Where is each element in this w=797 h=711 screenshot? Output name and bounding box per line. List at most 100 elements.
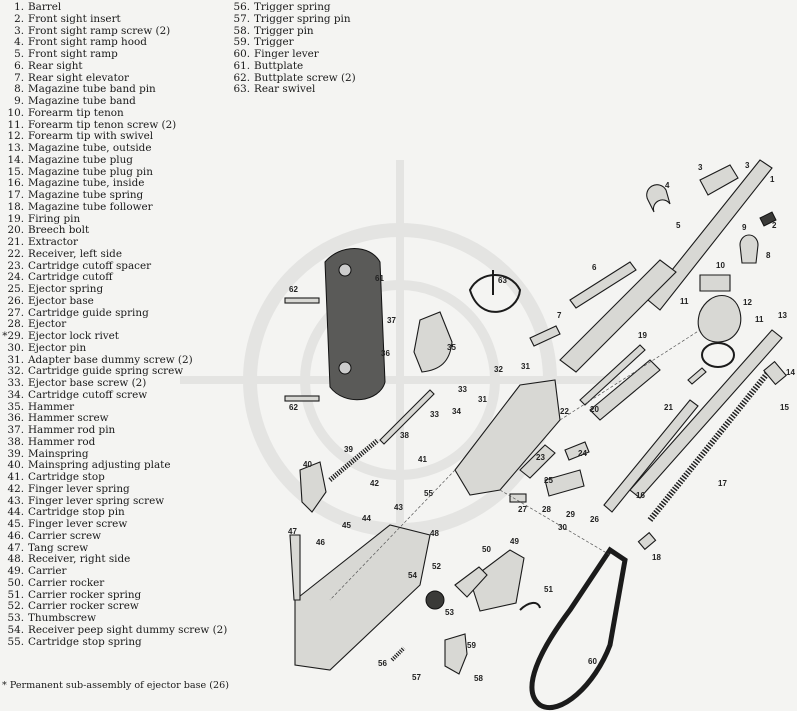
callout: 62 — [289, 285, 298, 294]
hammer — [413, 311, 453, 373]
legend-row: 24.Cartridge cutoff — [2, 271, 227, 284]
trigger-spring — [390, 646, 406, 662]
legend-row: 11.Forearm tip tenon screw (2) — [2, 119, 227, 132]
ejector-base — [544, 469, 585, 497]
callout: 19 — [638, 331, 647, 340]
legend-label: Magazine tube, outside — [28, 142, 152, 154]
legend-label: Hammer — [28, 400, 75, 413]
callout: 3 — [745, 161, 750, 170]
legend-number: 6. — [14, 59, 24, 72]
legend-row: 60.Finger lever — [228, 48, 356, 61]
legend-label: Trigger spring — [254, 1, 331, 13]
legend-number: 13. — [7, 142, 24, 154]
legend-row: 40.Mainspring adjusting plate — [2, 459, 227, 472]
legend-number: 14. — [7, 153, 24, 166]
callout: 31 — [521, 362, 530, 371]
legend-row: 51.Carrier rocker spring — [2, 588, 227, 602]
legend-number: 19. — [7, 212, 24, 225]
callout: 43 — [394, 503, 403, 512]
legend-label: Front sight ramp screw (2) — [28, 24, 171, 37]
callout: 10 — [716, 261, 725, 270]
callout: 31 — [478, 395, 487, 404]
magazine-tube-plug — [763, 360, 787, 386]
legend-row: 4.Front sight ramp hood — [2, 36, 227, 49]
buttplate — [324, 248, 386, 401]
legend-number: 28. — [7, 318, 24, 331]
legend-label: Buttplate — [254, 59, 304, 72]
thumbscrew — [425, 590, 445, 610]
callout: 9 — [742, 223, 747, 232]
legend-number: 3. — [14, 24, 24, 37]
legend-label: Extractor — [28, 236, 78, 248]
legend-label: Forearm tip with swivel — [28, 130, 154, 143]
magazine-tube-band — [739, 234, 759, 264]
legend-row: *29.Ejector lock rivet — [2, 330, 227, 343]
callout: 40 — [303, 460, 312, 469]
legend-label: Carrier rocker — [28, 576, 105, 589]
callout: 53 — [445, 608, 454, 617]
legend-row: 6.Rear sight — [2, 59, 227, 73]
legend-row: 5.Front sight ramp — [2, 48, 227, 61]
legend-number: 33. — [7, 377, 24, 389]
legend-number: 41. — [7, 471, 24, 483]
extractor-block — [589, 359, 661, 421]
mainspring — [328, 438, 380, 482]
legend-number: 4. — [14, 36, 24, 49]
callout: 51 — [544, 585, 553, 594]
legend-label: Hammer screw — [28, 412, 109, 425]
legend-number: 30. — [7, 341, 24, 354]
legend-row: 49.Carrier — [2, 565, 227, 578]
legend-label: Magazine tube, inside — [28, 177, 145, 190]
callout: 20 — [590, 405, 599, 414]
callout: 15 — [780, 403, 789, 412]
legend-label: Ejector lock rivet — [28, 330, 119, 342]
callout: 58 — [474, 674, 483, 683]
legend-row: 12. Forearm tip with swivel — [2, 130, 227, 143]
legend-row: 28. Ejector — [2, 318, 227, 331]
callout-labels: 1 2 3 3 4 5 6 7 8 9 10 11 11 12 13 14 15… — [288, 161, 795, 683]
legend-label: Finger lever spring screw — [28, 494, 165, 507]
callout: 35 — [447, 343, 456, 352]
buttplate-screw-hole-top — [338, 263, 352, 277]
legend-number: 2. — [14, 12, 24, 25]
magazine-tube-follower — [637, 531, 657, 551]
legend-row: 52.Carrier rocker screw — [2, 600, 227, 613]
legend-number: 1. — [14, 1, 24, 13]
callout: 48 — [430, 529, 439, 538]
legend-number: 36. — [7, 412, 24, 425]
legend-row: 30.Ejector pin — [2, 341, 227, 355]
legend-label: Thumbscrew — [28, 612, 96, 624]
legend-label: Receiver, left side — [28, 247, 122, 260]
legend-label: Forearm tip tenon — [28, 106, 124, 119]
legend-number: 46. — [7, 529, 24, 542]
callout: 59 — [467, 641, 476, 650]
legend-number: 17. — [7, 189, 24, 201]
legend-number: 47. — [7, 541, 24, 554]
legend-label: Adapter base dummy screw (2) — [28, 353, 193, 366]
legend-row: 21.Extractor — [2, 236, 227, 249]
callout: 46 — [316, 538, 325, 547]
legend-row: 3. Front sight ramp screw (2) — [2, 24, 227, 38]
legend-row: 41.Cartridge stop — [2, 471, 227, 484]
legend-number: 22. — [7, 247, 24, 260]
front-sight-insert — [759, 211, 777, 227]
legend-label: Receiver, right side — [28, 553, 131, 566]
legend-row: 58.Trigger pin — [228, 25, 356, 38]
legend-label: Ejector — [28, 318, 67, 331]
callout: 7 — [557, 311, 562, 320]
callout: 21 — [664, 403, 673, 412]
callout: 25 — [544, 476, 553, 485]
callout: 26 — [590, 515, 599, 524]
tang-screw — [289, 534, 301, 601]
legend-label: Carrier rocker screw — [28, 600, 139, 613]
legend-number: 7. — [14, 71, 24, 84]
legend-label: Finger lever spring — [28, 482, 130, 495]
firing-pin — [579, 344, 646, 406]
callout: 34 — [452, 407, 461, 416]
legend-row: 14.Magazine tube plug — [2, 153, 227, 167]
legend-number: 12. — [7, 130, 24, 143]
legend-label: Carrier rocker spring — [28, 588, 142, 601]
callout: 8 — [766, 251, 771, 260]
legend-number: 63. — [233, 83, 250, 96]
